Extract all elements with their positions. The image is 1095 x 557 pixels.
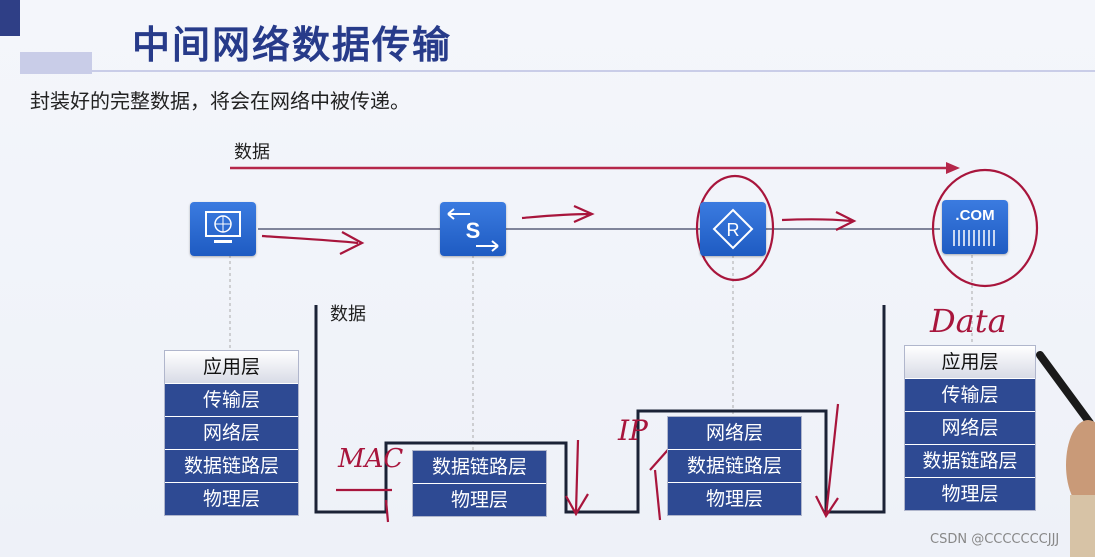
data-path-label: 数据	[330, 304, 366, 325]
pen-text-data: Data	[930, 302, 1007, 340]
title-accent-bar	[20, 52, 92, 74]
switch-layer-physical: 物理层	[413, 483, 546, 516]
switch-letter: S	[466, 218, 481, 243]
switch-device[interactable]: S	[440, 202, 506, 256]
server-text: .COM	[955, 207, 994, 224]
data-flow-arrow-head	[946, 162, 960, 174]
router-protocol-stack: 网络层 数据链路层 物理层	[667, 416, 802, 516]
pen-scribble	[336, 488, 392, 523]
router-circle	[695, 174, 775, 282]
slide-title: 中间网络数据传输	[132, 23, 453, 67]
server-device[interactable]: .COM	[942, 200, 1008, 254]
server-layer-physical: 物理层	[905, 477, 1035, 510]
pen-arrow-3	[781, 211, 857, 231]
pc-layer-physical: 物理层	[165, 482, 298, 515]
pen-arrow-1	[261, 231, 365, 255]
data-path-line	[314, 305, 886, 514]
computer-icon	[205, 211, 241, 243]
pen-down-arrow-1	[565, 439, 589, 517]
router-icon: R	[712, 208, 754, 250]
pen-text-ip: IP	[618, 414, 648, 447]
server-layer-network: 网络层	[905, 411, 1035, 444]
data-arrow-label: 数据	[234, 142, 270, 163]
presenter-hand-pen	[1036, 351, 1095, 557]
router-layer-physical: 物理层	[668, 482, 801, 515]
pen-annotations	[261, 168, 1039, 523]
slide-subtitle: 封装好的完整数据，将会在网络中被传递。	[30, 89, 410, 113]
pen-text-mac: MAC	[338, 444, 404, 474]
switch-protocol-stack: 数据链路层 物理层	[412, 450, 547, 517]
pc-layer-datalink: 数据链路层	[165, 449, 298, 482]
pc-layer-network: 网络层	[165, 416, 298, 449]
server-layer-application: 应用层	[905, 346, 1035, 378]
pc-protocol-stack: 应用层 传输层 网络层 数据链路层 物理层	[164, 350, 299, 516]
router-device[interactable]: R	[700, 202, 766, 256]
title-underline	[20, 70, 1095, 72]
switch-arrows-icon: S	[447, 208, 499, 252]
router-layer-network: 网络层	[668, 417, 801, 449]
server-circle	[931, 168, 1039, 288]
footer-watermark: CSDN @CCCCCCCJJJ	[930, 532, 1060, 547]
server-protocol-stack: 应用层 传输层 网络层 数据链路层 物理层	[904, 345, 1036, 511]
server-layer-transport: 传输层	[905, 378, 1035, 411]
pen-down-arrow-2	[815, 403, 840, 519]
title-accent-block	[0, 0, 20, 36]
server-icon: .COM	[953, 207, 995, 246]
router-layer-datalink: 数据链路层	[668, 449, 801, 482]
router-letter: R	[727, 220, 740, 240]
server-layer-datalink: 数据链路层	[905, 444, 1035, 477]
pen-arrow-2	[521, 204, 595, 224]
switch-layer-datalink: 数据链路层	[413, 451, 546, 483]
pc-layer-transport: 传输层	[165, 383, 298, 416]
computer-device[interactable]	[190, 202, 256, 256]
pc-layer-application: 应用层	[165, 351, 298, 383]
